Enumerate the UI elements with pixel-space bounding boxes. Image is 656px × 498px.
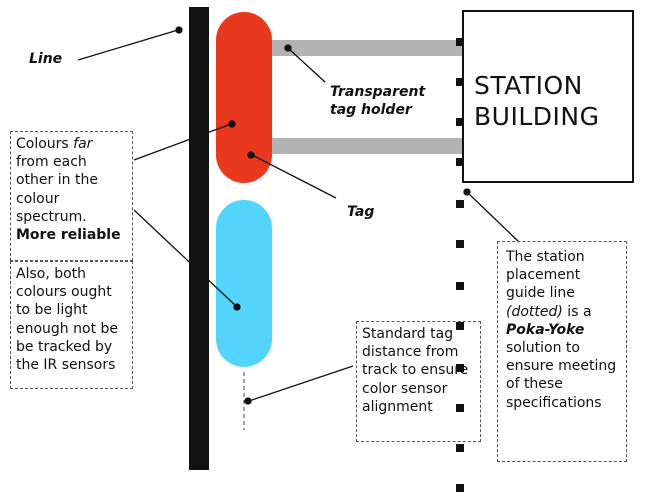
leader-light-colours [133, 209, 237, 307]
note-guide-line-emphasis: (dotted) [506, 303, 563, 320]
note-guide-line-prefix: The station placement guide line [506, 249, 585, 302]
note-tag-distance-text: Standard tag distance from track to ensu… [362, 326, 469, 415]
leader-dot-light-colours [233, 303, 241, 311]
blue-tag [216, 200, 272, 367]
leader-colours-far [133, 123, 232, 161]
leader-dot-tag-distance [244, 397, 252, 405]
note-light-colours-text: Also, both colours ought to be light eno… [16, 266, 119, 373]
leader-tag [251, 154, 337, 199]
note-guide-line-mid: is a [562, 303, 592, 320]
tag-holder-lower-bar [272, 138, 464, 154]
leader-dot-colours-far [228, 120, 236, 128]
note-colours-far: Colours far from each other in the colou… [10, 131, 133, 261]
note-colours-far-strong: More reliable [16, 226, 121, 243]
leader-guide-line [467, 192, 520, 243]
note-guide-line-suffix: solution to ensure meeting of these spec… [506, 339, 617, 411]
leader-dot-guide-line [463, 188, 471, 196]
note-guide-line: The station placement guide line (dotted… [497, 241, 627, 462]
tag-holder-label: Transparent tag holder [330, 84, 426, 119]
leader-dot-tag [247, 151, 255, 159]
red-tag [216, 12, 272, 183]
note-colours-far-prefix: Colours [16, 136, 74, 152]
tag-holder-upper-bar [272, 40, 464, 56]
leader-tag-holder [288, 48, 326, 83]
leader-dot-tag-holder [284, 44, 292, 52]
station-building: STATION BUILDING [462, 10, 634, 183]
note-colours-far-suffix: from each other in the colour spectrum. [16, 154, 98, 225]
guide-line-dots [456, 38, 464, 492]
note-colours-far-emphasis: far [73, 136, 93, 152]
station-building-label: STATION BUILDING [474, 71, 600, 132]
note-light-colours: Also, both colours ought to be light eno… [10, 261, 133, 389]
note-guide-line-strong: Poka-Yoke [506, 321, 585, 338]
line-label: Line [29, 51, 63, 67]
leader-tag-distance [248, 365, 354, 402]
track-line [189, 7, 209, 470]
leader-dot-line [175, 26, 183, 34]
tag-label: Tag [347, 204, 375, 220]
leader-line-label [77, 29, 179, 61]
note-tag-distance: Standard tag distance from track to ensu… [356, 321, 481, 442]
